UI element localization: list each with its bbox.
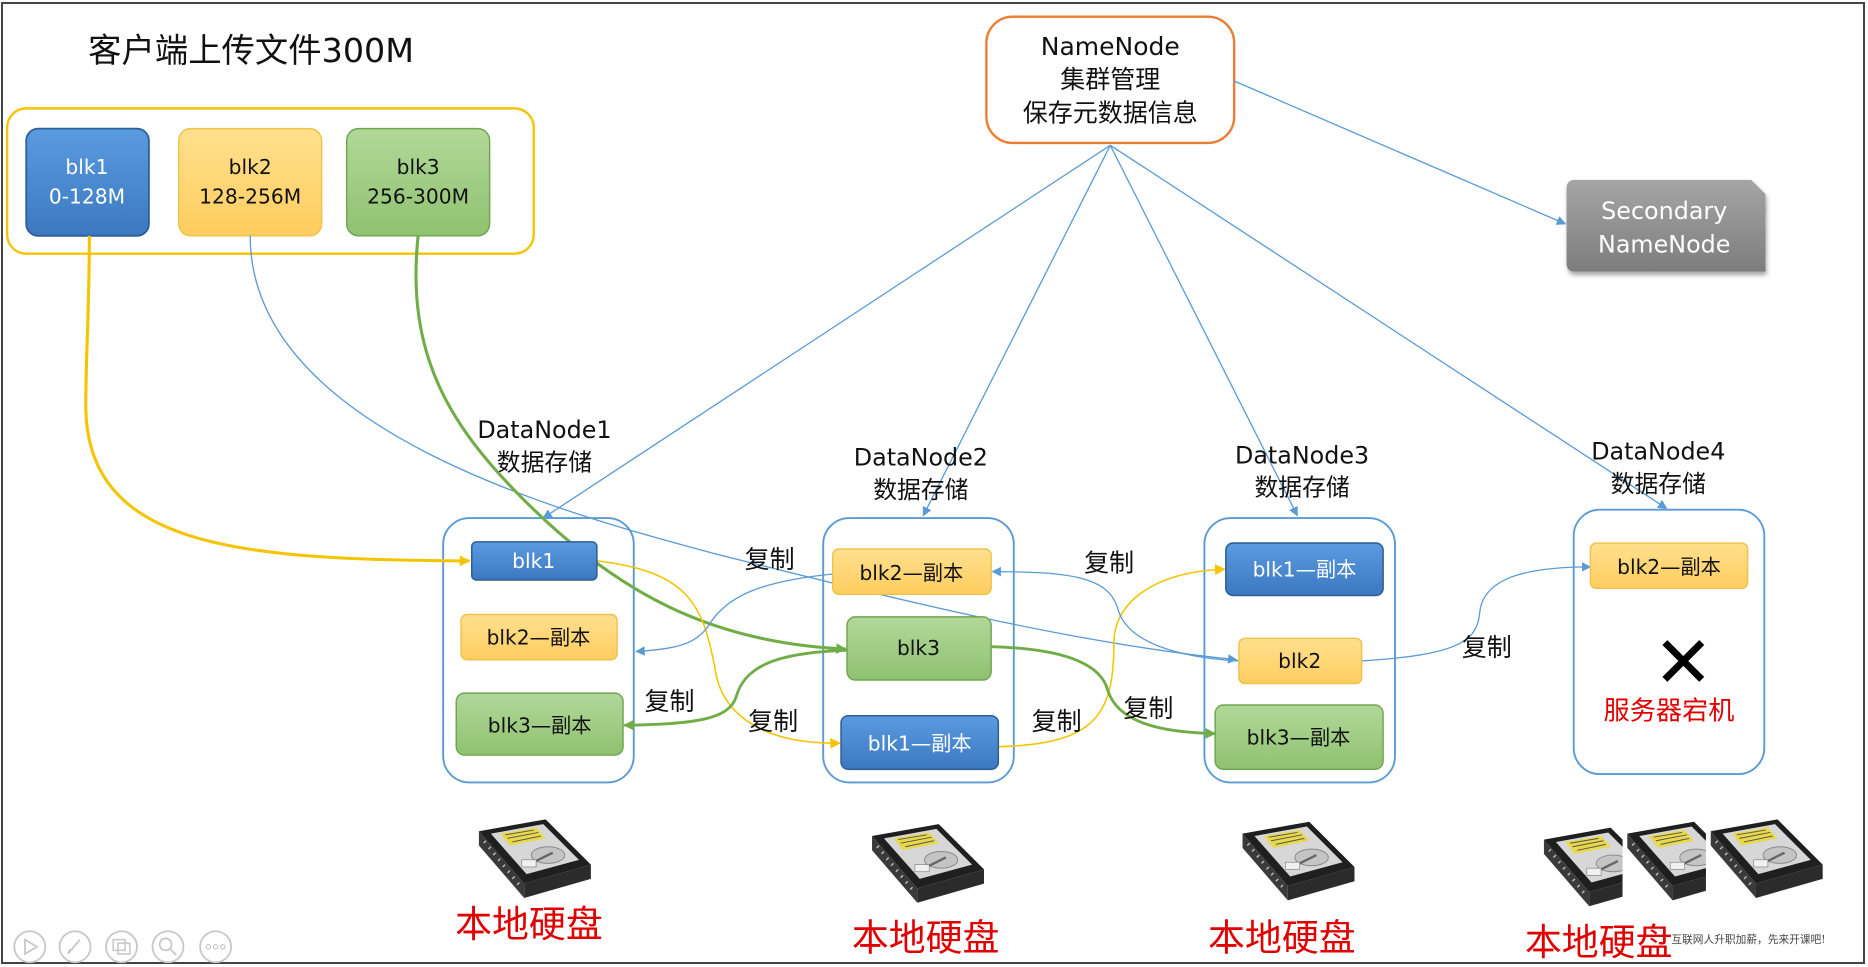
block-label: blk1—副本 [1253, 557, 1357, 581]
datanode3-title: DataNode3 [1235, 441, 1369, 469]
datanode3-role: 数据存储 [1254, 473, 1349, 501]
dn2-block-blk1-replica: blk1—副本 [840, 714, 1000, 771]
copy-label: 复制 [745, 545, 795, 574]
dn1-block-blk2-replica: blk2—副本 [460, 613, 618, 661]
datanode2-title: DataNode2 [854, 444, 988, 472]
block-label: blk3—副本 [1247, 725, 1351, 749]
client-block-name: blk3 [397, 155, 440, 179]
dn4-block-blk2-replica: blk2—副本 [1589, 542, 1749, 590]
dn1-block-blk3-replica: blk3—副本 [455, 692, 624, 756]
namenode-to-secondary [1233, 80, 1567, 225]
disk-label-dn1: 本地硬盘 [455, 903, 603, 946]
hard-disk-icon [1704, 815, 1827, 907]
namenode-to-datanode3 [1109, 144, 1298, 517]
client-block-blk2: blk2 128-256M [177, 127, 323, 237]
hard-disk-icon [1236, 818, 1359, 909]
diagram-title: 客户端上传文件300M [88, 31, 414, 70]
dn1-block-blk1: blk1 [470, 541, 598, 581]
copy-label: 复制 [748, 707, 798, 736]
slideshow-controls [13, 930, 233, 964]
namenode-connectors [542, 80, 1668, 519]
disk-label-dn2: 本地硬盘 [852, 916, 1000, 959]
replicate-blk3-dn2-dn3 [991, 645, 1217, 739]
copy-label: 复制 [1462, 633, 1512, 662]
replicate-blk3-dn2-dn1 [623, 648, 849, 731]
disk-label-dn4: 本地硬盘 [1525, 921, 1673, 964]
datanode2-role: 数据存储 [873, 476, 968, 504]
namenode-desc: 保存元数据信息 [1023, 98, 1198, 127]
datanode1-box [442, 517, 635, 784]
client-block-name: blk1 [65, 155, 108, 179]
dn3-block-blk3-replica: blk3—副本 [1214, 704, 1384, 771]
watermark-text: 互联网人升职加薪，先来开课吧! [1671, 933, 1825, 946]
dn3-block-blk2: blk2 [1238, 637, 1363, 685]
hard-disk-icon [472, 815, 595, 907]
copy-label: 复制 [644, 687, 694, 716]
namenode-role: 集群管理 [1060, 65, 1160, 94]
pen-control-icon[interactable] [58, 930, 92, 964]
client-block-blk1: blk1 0-128M [25, 127, 150, 237]
namenode-box: NameNode 集群管理 保存元数据信息 [985, 15, 1236, 145]
namenode-to-datanode1 [542, 144, 1111, 519]
flow-lines [84, 235, 1592, 749]
client-block-blk3: blk3 256-300M [345, 127, 491, 237]
block-label: blk2—副本 [859, 561, 963, 585]
dn3-block-blk1-replica: blk1—副本 [1225, 542, 1384, 597]
block-label: blk3—副本 [488, 713, 592, 737]
dn2-block-blk3: blk3 [846, 616, 992, 681]
play-control-icon[interactable] [13, 930, 47, 964]
disk-label-dn3: 本地硬盘 [1208, 916, 1356, 959]
datanode4-title: DataNode4 [1591, 438, 1725, 466]
copy-label: 复制 [1032, 707, 1082, 736]
dn2-block-blk2-replica: blk2—副本 [832, 548, 992, 595]
block-label: blk1 [512, 549, 555, 573]
slides-control-icon[interactable] [105, 930, 138, 964]
replicate-blk2-dn3-dn4 [1361, 562, 1592, 662]
block-label: blk2 [1278, 649, 1321, 673]
upload-blk3-line [414, 235, 847, 654]
replicate-blk1-dn2-dn3 [998, 564, 1226, 748]
namenode-title: NameNode [1041, 32, 1180, 61]
copy-label: 复制 [1123, 694, 1173, 723]
datanode1-title: DataNode1 [477, 416, 611, 444]
secondary-namenode-line2: NameNode [1598, 230, 1730, 258]
block-label: blk2—副本 [1617, 555, 1721, 579]
replicate-blk1-dn1-dn2 [596, 560, 841, 749]
replicate-blk2-dn3-dn2 [991, 566, 1239, 662]
secondary-namenode-line1: Secondary [1601, 197, 1727, 225]
upload-blk1-line [84, 235, 471, 567]
datanode4-box [1572, 508, 1766, 776]
replicate-blk2-dn2-dn1 [635, 573, 833, 656]
datanode1-role: 数据存储 [497, 448, 592, 476]
server-down-x-icon: ✕ [1653, 621, 1713, 704]
client-block-name: blk2 [229, 155, 272, 179]
client-block-range: 0-128M [49, 185, 125, 209]
client-block-range: 256-300M [367, 185, 469, 209]
more-control-icon[interactable] [199, 930, 233, 964]
block-label: blk2—副本 [487, 625, 591, 649]
namenode-to-datanode4 [1109, 144, 1668, 510]
namenode-to-datanode2 [922, 144, 1111, 517]
datanode4-role: 数据存储 [1611, 470, 1706, 498]
client-block-range: 128-256M [199, 185, 301, 209]
datanode3-box [1203, 517, 1396, 784]
block-label: blk3 [897, 636, 940, 660]
upload-blk2-line [249, 235, 1238, 664]
zoom-control-icon[interactable] [151, 930, 185, 964]
copy-label: 复制 [1084, 549, 1134, 578]
block-label: blk1—副本 [868, 731, 972, 755]
hard-disk-icon [866, 820, 988, 912]
secondary-namenode-box [1566, 179, 1766, 272]
server-down-label: 服务器宕机 [1604, 696, 1735, 726]
